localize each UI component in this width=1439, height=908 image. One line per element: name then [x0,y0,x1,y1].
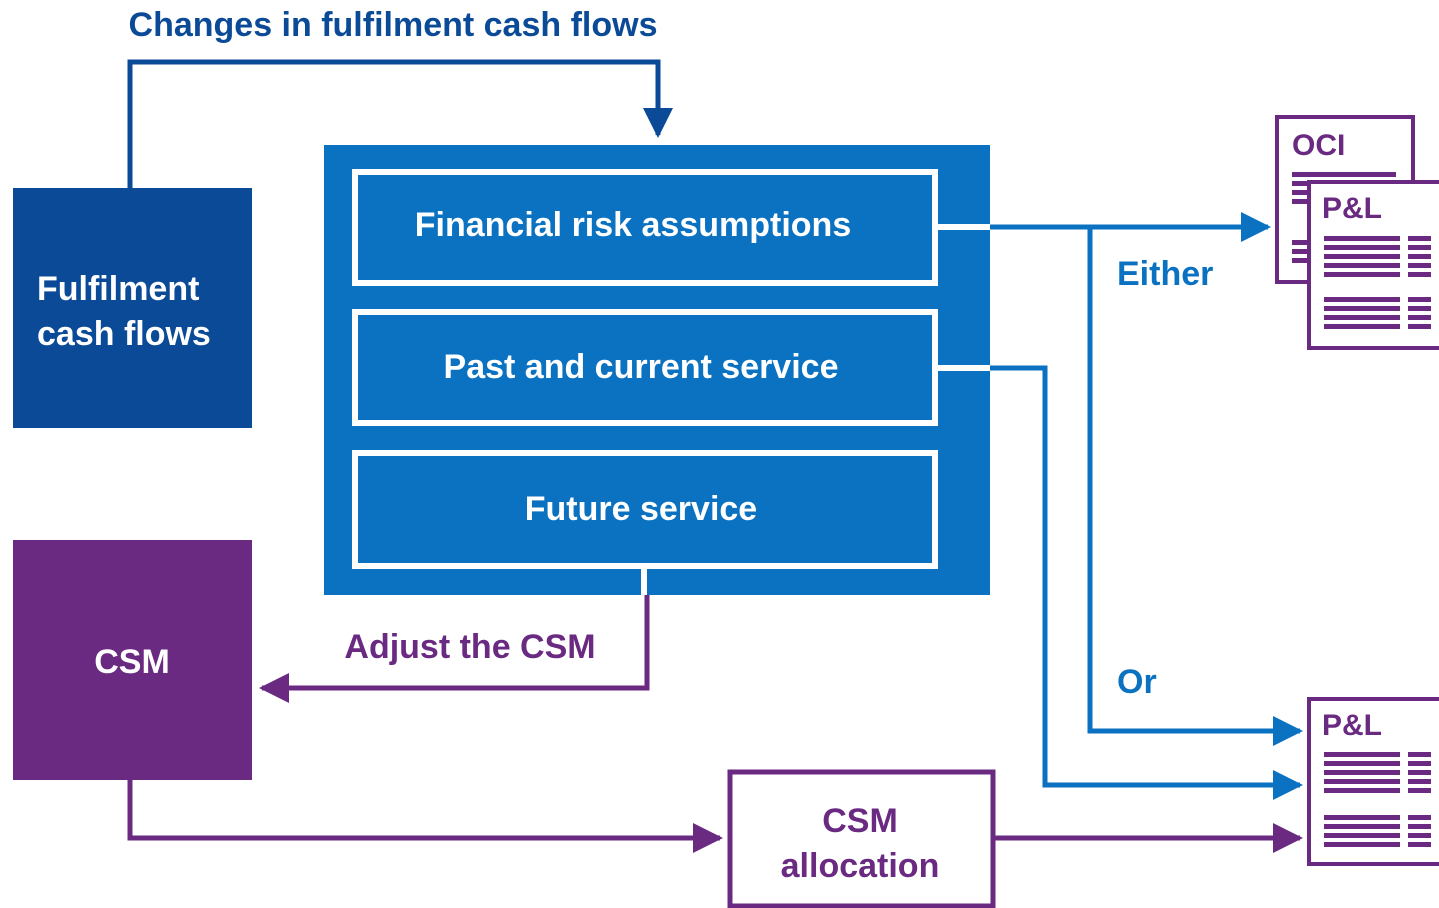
or-label: Or [1117,663,1157,701]
or-connector [1087,227,1303,746]
pl-lower-document-label: P&L [1322,709,1382,742]
component-financial-risk: Financial risk assumptions [352,169,938,286]
changes-connector [127,59,673,188]
csm-allocation-line1: CSM [822,802,898,840]
fulfilment-label-line1: Fulfilment [37,270,199,308]
oci-document-label: OCI [1292,129,1345,162]
fulfilment-cash-flows-box: Fulfilment cash flows [13,188,252,428]
component-financial-risk-label: Financial risk assumptions [415,206,851,244]
either-label: Either [1117,255,1213,293]
pl-upper-document-label: P&L [1322,192,1382,225]
adjust-csm-label: Adjust the CSM [344,628,595,666]
fulfilment-label-line2: cash flows [37,315,211,353]
csm-label: CSM [94,643,170,681]
csm-to-allocation-connector [127,780,723,853]
component-past-current-label: Past and current service [444,348,839,386]
component-past-current-service: Past and current service [352,309,938,426]
csm-allocation-box: CSM allocation [727,769,996,908]
csm-allocation-line2: allocation [781,847,940,885]
past-current-connector [990,365,1303,800]
component-future-service-label: Future service [525,490,757,528]
changes-label: Changes in fulfilment cash flows [129,6,658,44]
pl-document-icon-lower: P&L [1307,697,1439,866]
pl-document-icon-upper: P&L [1307,180,1439,350]
adjust-csm-connector [259,595,650,703]
component-future-service: Future service [352,450,938,569]
csm-box: CSM [13,540,252,780]
